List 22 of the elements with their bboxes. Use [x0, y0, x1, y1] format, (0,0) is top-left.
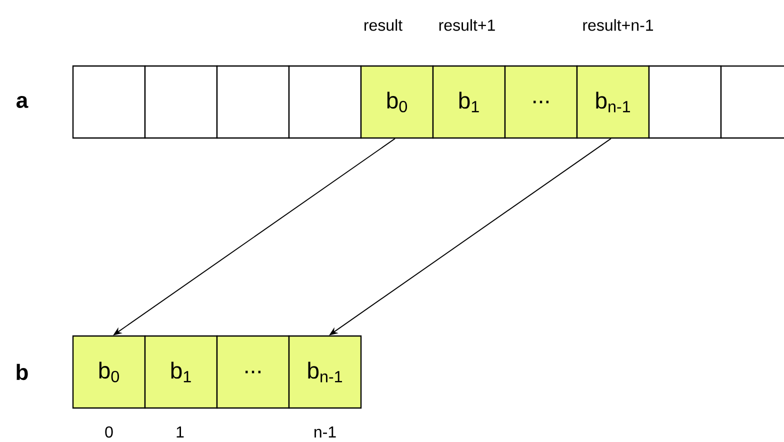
array-cell	[288, 65, 362, 139]
index-label: 1	[176, 426, 184, 438]
array-name: b	[16, 364, 28, 380]
array-cell	[72, 65, 146, 139]
index-label: result+n-1	[583, 19, 653, 31]
array-cell: b$_{0}$	[72, 335, 146, 409]
array-cell	[144, 65, 218, 139]
array-cell: ...	[216, 335, 290, 409]
index-label: 0	[105, 426, 113, 438]
index-label: n-1	[314, 426, 336, 438]
array-cell: b$_{n-1}$	[288, 335, 362, 409]
array-cell	[648, 65, 722, 139]
index-label: result+1	[439, 19, 495, 31]
array-name: a	[16, 96, 28, 108]
array-cell: b$_{1}$	[432, 65, 506, 139]
array-cell: ...	[504, 65, 578, 139]
array-cell: b$_{0}$	[360, 65, 434, 139]
array-cell	[720, 65, 784, 139]
array-cell: b$_{1}$	[144, 335, 218, 409]
array-cell: b$_{n-1}$	[576, 65, 650, 139]
array-cell	[216, 65, 290, 139]
index-label: result	[364, 19, 402, 31]
